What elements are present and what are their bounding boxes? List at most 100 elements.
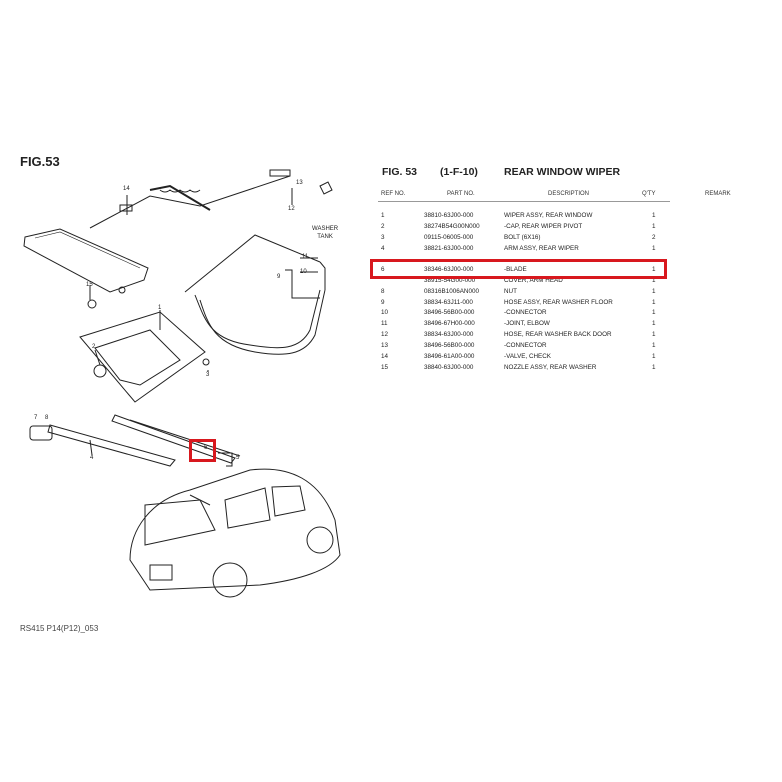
ref-cell: 4 bbox=[381, 245, 385, 252]
wiper-arm bbox=[47, 424, 176, 467]
quantity-cell: 2 bbox=[652, 234, 656, 241]
quantity-cell: 1 bbox=[652, 212, 656, 219]
callout-10: 10 bbox=[300, 269, 307, 275]
quantity-cell: 1 bbox=[652, 223, 656, 230]
table-row: 6 38346-63J00-000 -BLADE 1 bbox=[0, 266, 782, 277]
part-number-cell: 38496-67H00-000 bbox=[424, 320, 475, 327]
callout-13: 13 bbox=[296, 180, 303, 186]
table-row: 14 38496-61A00-000 -VALVE, CHECK 1 bbox=[0, 353, 782, 364]
description-cell: NOZZLE ASSY, REAR WASHER bbox=[504, 364, 597, 371]
quantity-cell: 1 bbox=[652, 320, 656, 327]
part-number-cell: 38496-61A00-000 bbox=[424, 353, 475, 360]
table-row: 9 38834-63J11-000 HOSE ASSY, REAR WASHER F… bbox=[0, 299, 782, 310]
quantity-cell: 1 bbox=[652, 353, 656, 360]
check-valve bbox=[319, 181, 333, 195]
part-number-cell: 38346-63J00-000 bbox=[424, 266, 474, 273]
col-header-part: PART NO. bbox=[447, 191, 475, 197]
col-header-ref: REF NO. bbox=[381, 191, 406, 197]
ref-cell: 9 bbox=[381, 299, 385, 306]
quantity-cell: 1 bbox=[652, 266, 656, 273]
floor-hose bbox=[184, 234, 321, 293]
callout-7: 7 bbox=[34, 415, 38, 421]
table-row: 13 38496-56B00-000 -CONNECTOR 1 bbox=[0, 342, 782, 353]
callout-12: 12 bbox=[288, 206, 295, 212]
description-cell: NUT bbox=[504, 288, 517, 295]
callout-9: 9 bbox=[277, 274, 281, 280]
part-number-cell: 38834-63J00-000 bbox=[424, 331, 474, 338]
description-cell: -CONNECTOR bbox=[504, 309, 547, 316]
description-cell: HOSE, REAR WASHER BACK DOOR bbox=[504, 331, 612, 338]
callout-8: 8 bbox=[45, 415, 49, 421]
quantity-cell: 1 bbox=[652, 277, 656, 284]
quantity-cell: 1 bbox=[652, 309, 656, 316]
ref-cell: 13 bbox=[381, 342, 389, 349]
wiper-blade bbox=[111, 414, 236, 464]
description-cell: -CAP, REAR WIPER PIVOT bbox=[504, 223, 583, 230]
callout-4: 4 bbox=[90, 455, 94, 461]
table-row: 11 38496-67H00-000 -JOINT, ELBOW 1 bbox=[0, 320, 782, 331]
part-number-cell: 38810-63J00-000 bbox=[424, 212, 474, 219]
part-number-cell: 38840-63J00-000 bbox=[424, 364, 474, 371]
ref-cell: 2 bbox=[381, 223, 385, 230]
ref-cell: 6 bbox=[381, 266, 385, 273]
description-cell: -VALVE, CHECK bbox=[504, 353, 552, 360]
ref-cell: 11 bbox=[381, 320, 388, 327]
motor-box bbox=[79, 311, 206, 403]
description-cell: WIPER ASSY, REAR WINDOW bbox=[504, 212, 593, 219]
washer-tank-label: WASHER TANK bbox=[312, 225, 338, 241]
quantity-cell: 1 bbox=[652, 331, 656, 338]
callout-1: 1 bbox=[158, 305, 162, 311]
description-cell: -CONNECTOR bbox=[504, 342, 547, 349]
quantity-cell: 1 bbox=[652, 364, 656, 371]
col-header-desc: DESCRIPTION bbox=[548, 191, 590, 197]
table-row: 8 08316B1006AN000 NUT 1 bbox=[0, 288, 782, 299]
table-row: 12 38834-63J00-000 HOSE, REAR WASHER BACK … bbox=[0, 331, 782, 342]
ref-cell: 10 bbox=[381, 309, 389, 316]
figure-heading: FIG.53 bbox=[20, 154, 60, 169]
callout-11: 11 bbox=[302, 254, 309, 260]
callout-5: 5 bbox=[236, 455, 240, 461]
callout-3: 3 bbox=[206, 372, 210, 378]
footer-code: RS415 P14(P12)_053 bbox=[20, 624, 99, 633]
blade-row-highlight bbox=[370, 259, 667, 279]
description-cell: -JOINT, ELBOW bbox=[504, 320, 550, 327]
description-cell: -BLADE bbox=[504, 266, 527, 273]
callout-2: 2 bbox=[92, 344, 96, 350]
car-outline bbox=[129, 468, 341, 591]
ref-cell: 8 bbox=[381, 288, 385, 295]
ref-cell: 14 bbox=[381, 353, 389, 360]
header-divider bbox=[378, 201, 670, 202]
col-header-qty: Q'TY bbox=[642, 191, 656, 197]
part-number-cell: 38915-54G00-000 bbox=[424, 277, 476, 284]
part-number-cell: 09115-06005-000 bbox=[424, 234, 474, 241]
description-cell: BOLT (6X16) bbox=[504, 234, 541, 241]
quantity-cell: 1 bbox=[652, 288, 656, 295]
col-header-remark: REMARK bbox=[705, 191, 731, 197]
ref-cell: 1 bbox=[381, 212, 385, 219]
quantity-cell: 1 bbox=[652, 342, 656, 349]
part-number-cell: 38496-56B00-000 bbox=[424, 342, 475, 349]
ref-cell: 12 bbox=[381, 331, 389, 338]
description-cell: HOSE ASSY, REAR WASHER FLOOR bbox=[504, 299, 613, 306]
part-number-cell: 38834-63J11-000 bbox=[424, 299, 473, 306]
nozzle-bar bbox=[23, 228, 149, 293]
table-row: 1 38810-63J00-000 WIPER ASSY, REAR WINDOW 1 bbox=[0, 212, 782, 223]
table-title-fig: FIG. 53 bbox=[382, 166, 418, 178]
callout-15: 15 bbox=[86, 282, 93, 288]
table-title-name: REAR WINDOW WIPER bbox=[504, 166, 621, 178]
description-cell: COVER, ARM HEAD bbox=[504, 277, 563, 284]
part-number-cell: 08316B1006AN000 bbox=[424, 288, 479, 295]
part-number-cell: 38821-63J00-000 bbox=[424, 245, 474, 252]
quantity-cell: 1 bbox=[652, 299, 656, 306]
washer-label-line1: WASHER bbox=[312, 226, 339, 232]
description-cell: ARM ASSY, REAR WIPER bbox=[504, 245, 579, 252]
diagram-blade-highlight bbox=[189, 439, 216, 462]
washer-label-line2: TANK bbox=[317, 234, 333, 240]
table-title-section: (1-F-10) bbox=[440, 166, 478, 178]
callout-6: 6 bbox=[204, 445, 208, 451]
